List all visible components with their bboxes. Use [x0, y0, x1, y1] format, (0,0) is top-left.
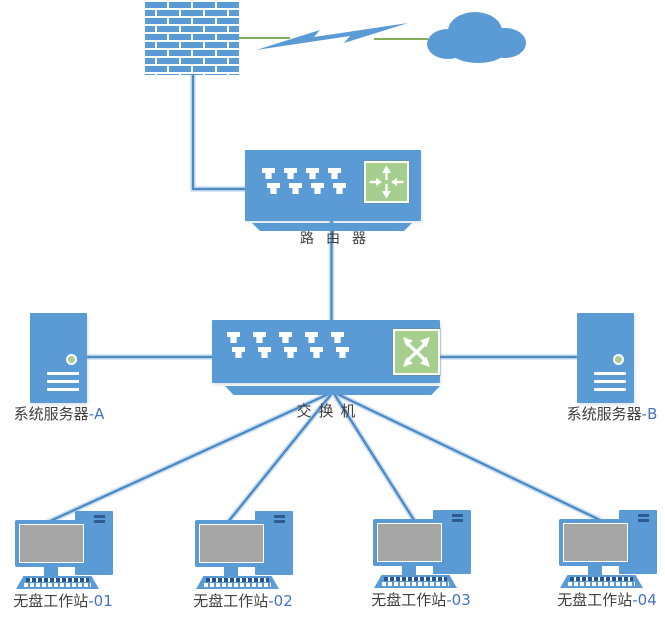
server-b-icon — [577, 313, 634, 403]
ethernet-port-icon — [305, 332, 318, 343]
ethernet-port-icon — [333, 183, 346, 194]
workstation-04-label: 无盘工作站-04 — [557, 591, 657, 609]
switch-base — [225, 386, 440, 395]
monitor-stand — [588, 566, 602, 576]
switch-label: 交换机 — [296, 402, 363, 420]
keyboard-icon — [374, 575, 457, 588]
keyboard-icon — [196, 576, 279, 589]
monitor-stand — [44, 567, 58, 577]
switch-symbol-icon — [393, 329, 440, 375]
router-ports — [262, 168, 346, 194]
workstation-04-icon: 无盘工作站-04 — [552, 505, 662, 609]
ethernet-port-icon — [258, 347, 271, 358]
ethernet-port-icon — [253, 332, 266, 343]
server-led-icon — [66, 354, 77, 365]
monitor-icon — [373, 519, 446, 566]
workstation-03-icon: 无盘工作站-03 — [366, 505, 476, 609]
router-icon — [245, 150, 421, 221]
router-symbol-icon — [364, 161, 409, 203]
ethernet-port-icon — [328, 168, 341, 179]
ethernet-port-icon — [232, 347, 245, 358]
router-base — [252, 223, 412, 231]
ethernet-port-icon — [336, 347, 349, 358]
ethernet-port-icon — [262, 168, 275, 179]
workstation-01-icon: 无盘工作站-01 — [8, 506, 118, 610]
ethernet-port-icon — [227, 332, 240, 343]
ethernet-port-icon — [310, 347, 323, 358]
monitor-icon — [195, 520, 268, 567]
workstation-02-icon: 无盘工作站-02 — [188, 506, 298, 610]
server-a-label: 系统服务器-A — [13, 405, 105, 423]
monitor-stand — [402, 566, 416, 576]
ethernet-port-icon — [311, 183, 324, 194]
wan-links — [239, 37, 428, 40]
ethernet-port-icon — [289, 183, 302, 194]
lan-link-cores — [46, 73, 602, 524]
lan-link-halos — [45, 72, 603, 525]
ethernet-port-icon — [284, 168, 297, 179]
monitor-stand — [224, 567, 238, 577]
router-label: 路由器 — [300, 231, 378, 247]
ethernet-port-icon — [331, 332, 344, 343]
switch-ports — [227, 332, 349, 358]
lightning-bolt-icon — [256, 23, 408, 50]
server-drive-slots — [47, 372, 79, 396]
workstation-01-label: 无盘工作站-01 — [13, 592, 113, 610]
monitor-icon — [15, 520, 88, 567]
firewall-icon — [145, 2, 239, 75]
cloud-icon — [427, 12, 526, 63]
ethernet-port-icon — [306, 168, 319, 179]
monitor-icon — [559, 519, 632, 566]
ethernet-port-icon — [279, 332, 292, 343]
server-a-icon — [30, 313, 87, 403]
workstation-03-label: 无盘工作站-03 — [371, 591, 471, 609]
switch-icon — [212, 320, 440, 383]
ethernet-port-icon — [284, 347, 297, 358]
ethernet-port-icon — [267, 183, 280, 194]
workstation-02-label: 无盘工作站-02 — [193, 592, 293, 610]
keyboard-icon — [560, 575, 643, 588]
keyboard-icon — [16, 576, 99, 589]
server-b-label: 系统服务器-B — [566, 405, 658, 423]
server-led-icon — [613, 354, 624, 365]
server-drive-slots — [594, 372, 626, 396]
